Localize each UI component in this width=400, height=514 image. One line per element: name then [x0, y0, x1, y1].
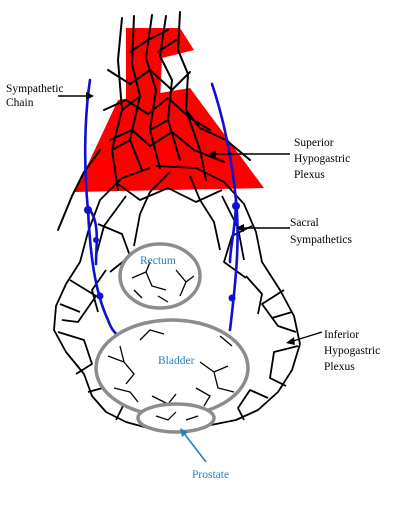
label-inferior-hypogastric-plexus: Inferior Hypogastric Plexus [324, 329, 383, 373]
rectum [118, 242, 202, 310]
arrowhead-superior-hypogastric [208, 150, 216, 158]
label-sacral-sympathetics: Sacral Sympathetics [290, 217, 352, 246]
arrowhead-inferior-hypogastric [286, 337, 295, 345]
nerve-fibers-top [57, 11, 251, 231]
nerve-web-outline [53, 165, 301, 431]
rectum-nerve-fibers [131, 261, 195, 303]
label-bladder: Bladder [158, 355, 195, 367]
arrowhead-sacral-sympathetics [236, 224, 244, 232]
label-sympathetic-chain: Sympathetic Chain [6, 83, 66, 109]
superior-hypogastric-plexus-shape [75, 28, 264, 192]
label-arrowheads [86, 92, 295, 345]
label-pointers [58, 95, 323, 343]
label-superior-hypogastric-plexus: Superior Hypogastric Plexus [294, 137, 353, 181]
prostate-nerve-fibers [155, 411, 199, 421]
arrowhead-sympathetic-chain [86, 92, 94, 100]
label-prostate: Prostate [192, 469, 229, 481]
label-rectum: Rectum [140, 255, 176, 267]
bladder [94, 318, 250, 418]
inferior-hypogastric-pointer [289, 331, 323, 343]
bladder-nerve-fibers [107, 329, 235, 407]
prostate-pointer [180, 428, 207, 463]
prostate [136, 402, 216, 434]
sympathetic-ganglia [84, 202, 240, 302]
